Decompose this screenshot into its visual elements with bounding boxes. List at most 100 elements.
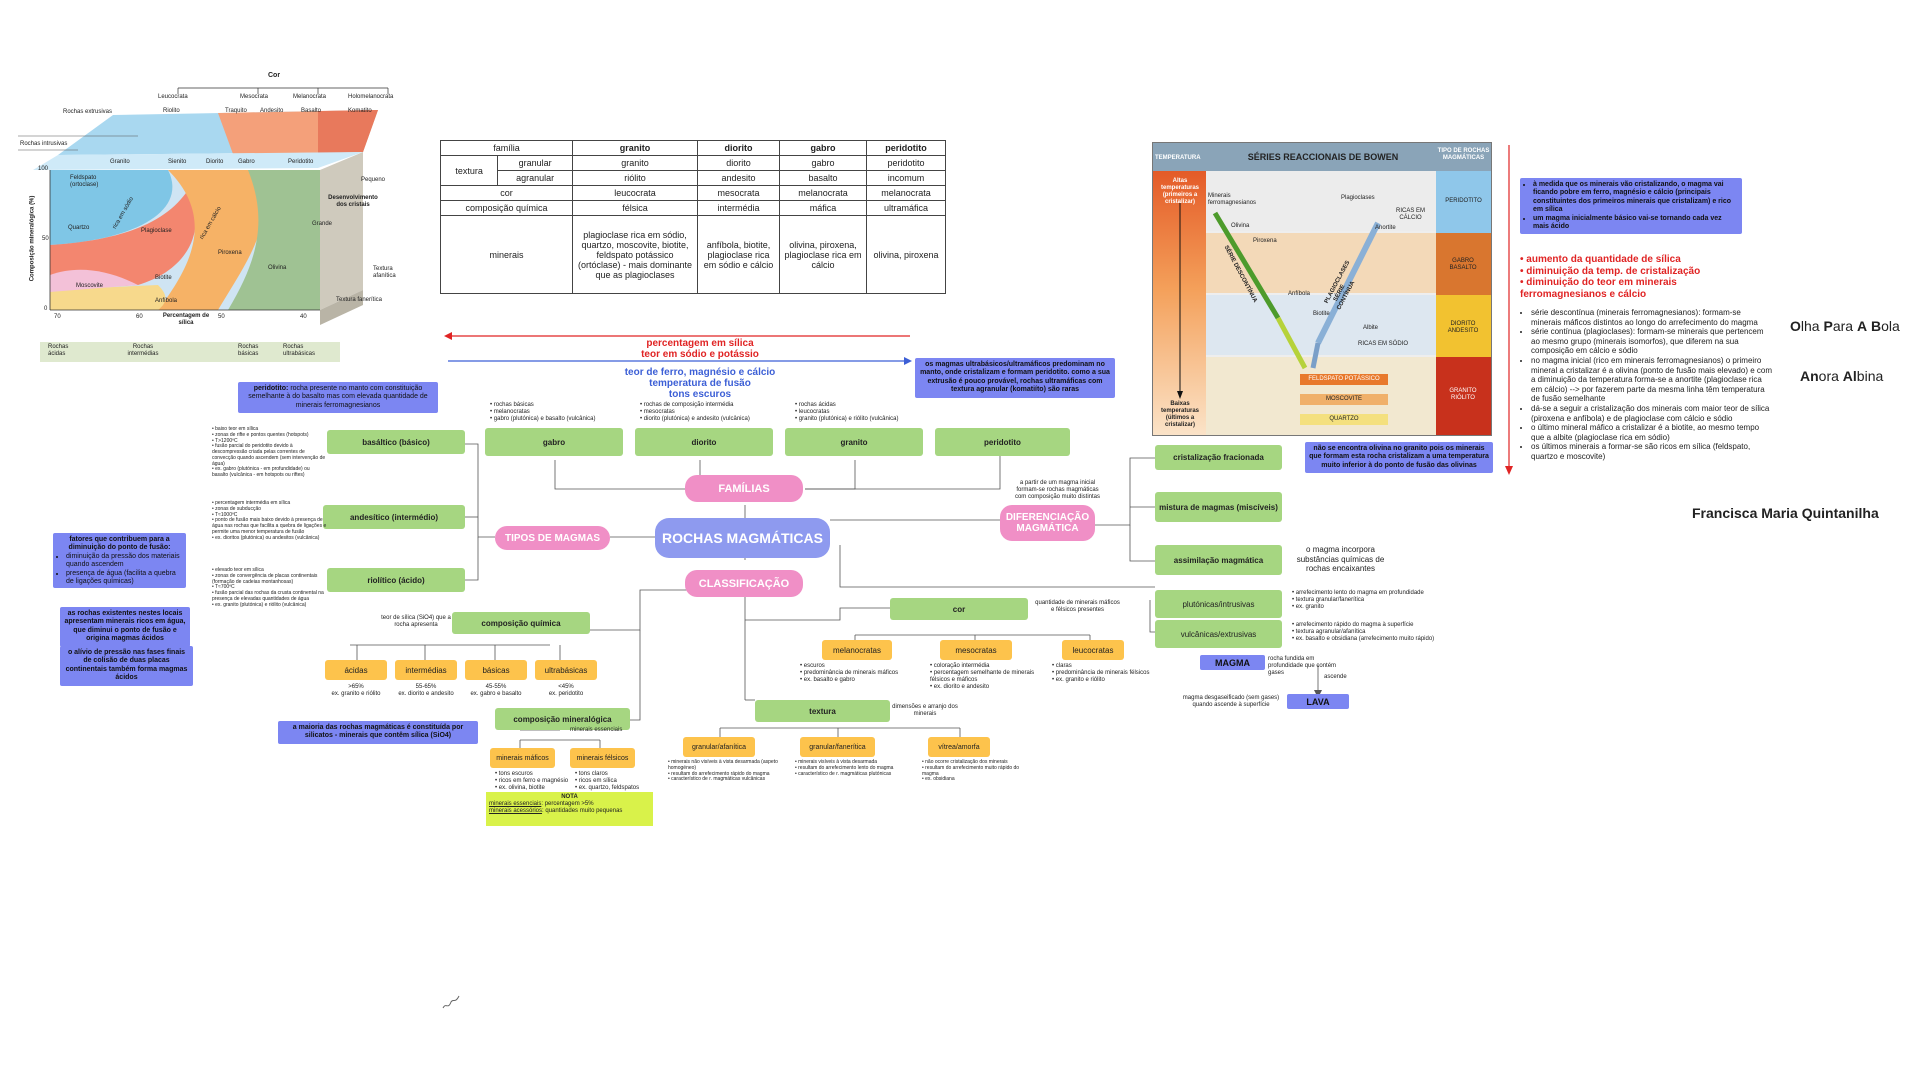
quimica-node-intermedias[interactable]: intermédias <box>395 660 457 680</box>
rock-band-diorito <box>1436 295 1491 357</box>
magma-node-riolitico[interactable]: riolítico (ácido) <box>327 568 465 592</box>
comp-quimica-node[interactable]: composição química <box>452 612 590 634</box>
bowen-explanation-list: série descontínua (minerais ferromagnesi… <box>1522 308 1772 462</box>
dif-node-cristalizacao[interactable]: cristalização fracionada <box>1155 445 1282 470</box>
diferenciacao-note: a partir de um magma inicial formam-se r… <box>1014 480 1101 500</box>
group-ultrabasicas: Rochas ultrabásicas <box>283 344 316 357</box>
textura-node-afanitica[interactable]: granular/afanítica <box>683 737 755 757</box>
peridotito-note: peridotito: rocha presente no manto com … <box>238 382 438 414</box>
dif-node-assimilacao[interactable]: assimilação magmática <box>1155 545 1282 575</box>
dif-node-mistura[interactable]: mistura de magmas (miscíveis) <box>1155 492 1282 522</box>
diferenciacao-node[interactable]: DIFERENCIAÇÃO MAGMÁTICA <box>1000 505 1095 541</box>
magma-node-basaltico[interactable]: basáltico (básico) <box>327 430 465 454</box>
maficos-node[interactable]: minerais máficos <box>490 748 555 768</box>
table-row-label: minerais <box>440 215 573 294</box>
x-tick-50: 50 <box>218 314 225 320</box>
plutonicas-notes: • arrefecimento lento do magma em profun… <box>1292 590 1424 610</box>
bowen-explanation-item: no magma inicial (rico em minerais ferro… <box>1531 356 1772 404</box>
color-label-holomelanocrata: Holomelanocrata <box>348 94 394 100</box>
rock-peridotito: Peridotito <box>288 159 314 165</box>
family-node-peridotito[interactable]: peridotito <box>935 428 1070 456</box>
crystal-development-label: Desenvolvimento dos cristais <box>328 195 378 208</box>
classificacao-node[interactable]: CLASSIFICAÇÃO <box>685 570 803 597</box>
blue-arrow-line3: tons escuros <box>668 389 732 400</box>
table-cell: olivina, piroxena, plagioclase rica em c… <box>779 215 867 294</box>
cor-note: quantidade de minerais máficos e félsico… <box>1035 600 1120 613</box>
high-temp-label: Altas temperaturas (primeiros a cristali… <box>1160 178 1199 205</box>
rock-andesito: Andesito <box>260 108 284 114</box>
bowen-explanation-item: série descontínua (minerais ferromagnesi… <box>1531 308 1772 327</box>
x-tick-40: 40 <box>300 314 307 320</box>
cor-node[interactable]: cor <box>890 598 1028 620</box>
extrusive-label: Rochas extrusivas <box>63 109 113 115</box>
cor-node-melanocratas[interactable]: melanocratas <box>822 640 892 660</box>
cor-note-leucocratas: • claras • predominância de minerais fél… <box>1052 663 1150 683</box>
rock-type-diorito: DIORITO ANDESITO <box>1447 321 1479 334</box>
nota-box: NOTA minerais essenciais: percentagem >5… <box>486 792 653 826</box>
quimica-note-acidas: >65% ex. granito e riólito <box>331 684 381 697</box>
intrusive-label: Rochas intrusivas <box>20 141 68 147</box>
y-tick-100: 100 <box>38 166 49 172</box>
cor-node-mesocratas[interactable]: mesocratas <box>940 640 1012 660</box>
textura-note-vitrea: • não ocorre cristalização dos minerais … <box>922 759 1020 783</box>
comp-mineral-node[interactable]: composição mineralógica <box>495 708 630 730</box>
textura-node-vitrea[interactable]: vítrea/amorfa <box>928 737 990 757</box>
red-trend-item: • diminuição do teor em minerais ferroma… <box>1520 277 1677 300</box>
nota-essenciais-def: : percentagem >5% <box>541 800 594 807</box>
nota-essenciais-term: minerais essenciais <box>489 800 542 807</box>
red-arrow-line2: teor em sódio e potássio <box>641 349 759 360</box>
bowen-explanation-item: série contínua (plagioclases): formam-se… <box>1531 327 1772 356</box>
comp-quimica-note: teor de sílica (SiO4) que a rocha aprese… <box>381 615 451 628</box>
acidas-source-note: as rochas existentes nestes locais apres… <box>60 607 190 647</box>
trend-arrows <box>444 332 912 365</box>
felsicos-node[interactable]: minerais félsicos <box>570 748 635 768</box>
ascende-label: ascende <box>1324 674 1347 680</box>
family-node-gabro[interactable]: gabro <box>485 428 623 456</box>
plutonicas-node[interactable]: plutónicas/intrusivas <box>1155 590 1282 618</box>
bowen-mineral-anfibola: Anfíbola <box>1288 291 1311 297</box>
magma-node[interactable]: MAGMA <box>1200 655 1265 670</box>
center-node[interactable]: ROCHAS MAGMÁTICAS <box>655 518 830 558</box>
mineral-biotite: Biotite <box>155 275 172 281</box>
family-node-diorito[interactable]: diorito <box>635 428 773 456</box>
familias-node[interactable]: FAMÍLIAS <box>685 475 803 502</box>
author-name: Francisca Maria Quintanilha <box>1692 505 1879 521</box>
rock-band-peridotito <box>1436 171 1491 233</box>
vulcanicas-node[interactable]: vulcânicas/extrusivas <box>1155 620 1282 648</box>
tipos-magmas-node[interactable]: TIPOS DE MAGMAS <box>495 526 610 550</box>
family-note-gabro: • rochas básicas • melanocratas • gabro … <box>490 402 596 422</box>
low-temp-label: Baixas temperaturas (últimos a cristaliz… <box>1160 401 1199 428</box>
lava-node[interactable]: LAVA <box>1287 694 1349 709</box>
family-node-granito[interactable]: granito <box>785 428 923 456</box>
blue-arrow-text: teor de ferro, magnésio e cálcio tempera… <box>600 367 800 400</box>
rock-traquito: Traquito <box>225 108 247 114</box>
texture-phaneritic-label: Textura fanerítica <box>336 297 383 303</box>
quimica-node-basicas[interactable]: básicas <box>465 660 527 680</box>
y-tick-50: 50 <box>42 236 49 242</box>
quimica-node-ultrabasicas[interactable]: ultrabásicas <box>535 660 597 680</box>
group-intermedias: Rochas intermédias <box>127 344 159 357</box>
final-moscovite: MOSCOVITE <box>1300 394 1388 405</box>
rock-basalto: Basalto <box>301 108 322 114</box>
red-arrow-line1: percentagem em sílica <box>646 338 754 349</box>
mineral-olivina: Olivina <box>268 265 287 271</box>
cor-node-leucocratas[interactable]: leucocratas <box>1062 640 1124 660</box>
pen-scribble <box>442 995 460 1009</box>
mineral-moscovite: Moscovite <box>76 283 104 289</box>
blue-arrow-line2: temperatura de fusão <box>649 378 751 389</box>
vulcanicas-notes: • arrefecimento rápido do magma à superf… <box>1292 622 1435 642</box>
nota-title: NOTA <box>561 794 578 800</box>
magma-note: rocha fundida em profundidade que contém… <box>1268 656 1337 676</box>
textura-note-afanitica: • minerais não visíveis à vista desarmad… <box>668 759 778 783</box>
bowen-mineral-albite: Albite <box>1363 325 1379 331</box>
group-basicas: Rochas básicas <box>238 344 259 357</box>
textura-node[interactable]: textura <box>755 700 890 722</box>
textura-node-faneritica[interactable]: granular/fanerítica <box>800 737 875 757</box>
nota-acessorios-def: : quantidades muito pequenas <box>542 807 623 814</box>
family-note-diorito: • rochas de composição intermédia • meso… <box>640 402 750 422</box>
quimica-node-acidas[interactable]: ácidas <box>325 660 387 680</box>
felsicos-notes: • tons claros • ricos em sílica • ex. qu… <box>575 771 640 791</box>
textura-note-faneritica: • minerais visíveis à vista desarmada • … <box>795 759 894 777</box>
magma-node-andesitico[interactable]: andesítico (intermédio) <box>323 505 465 529</box>
